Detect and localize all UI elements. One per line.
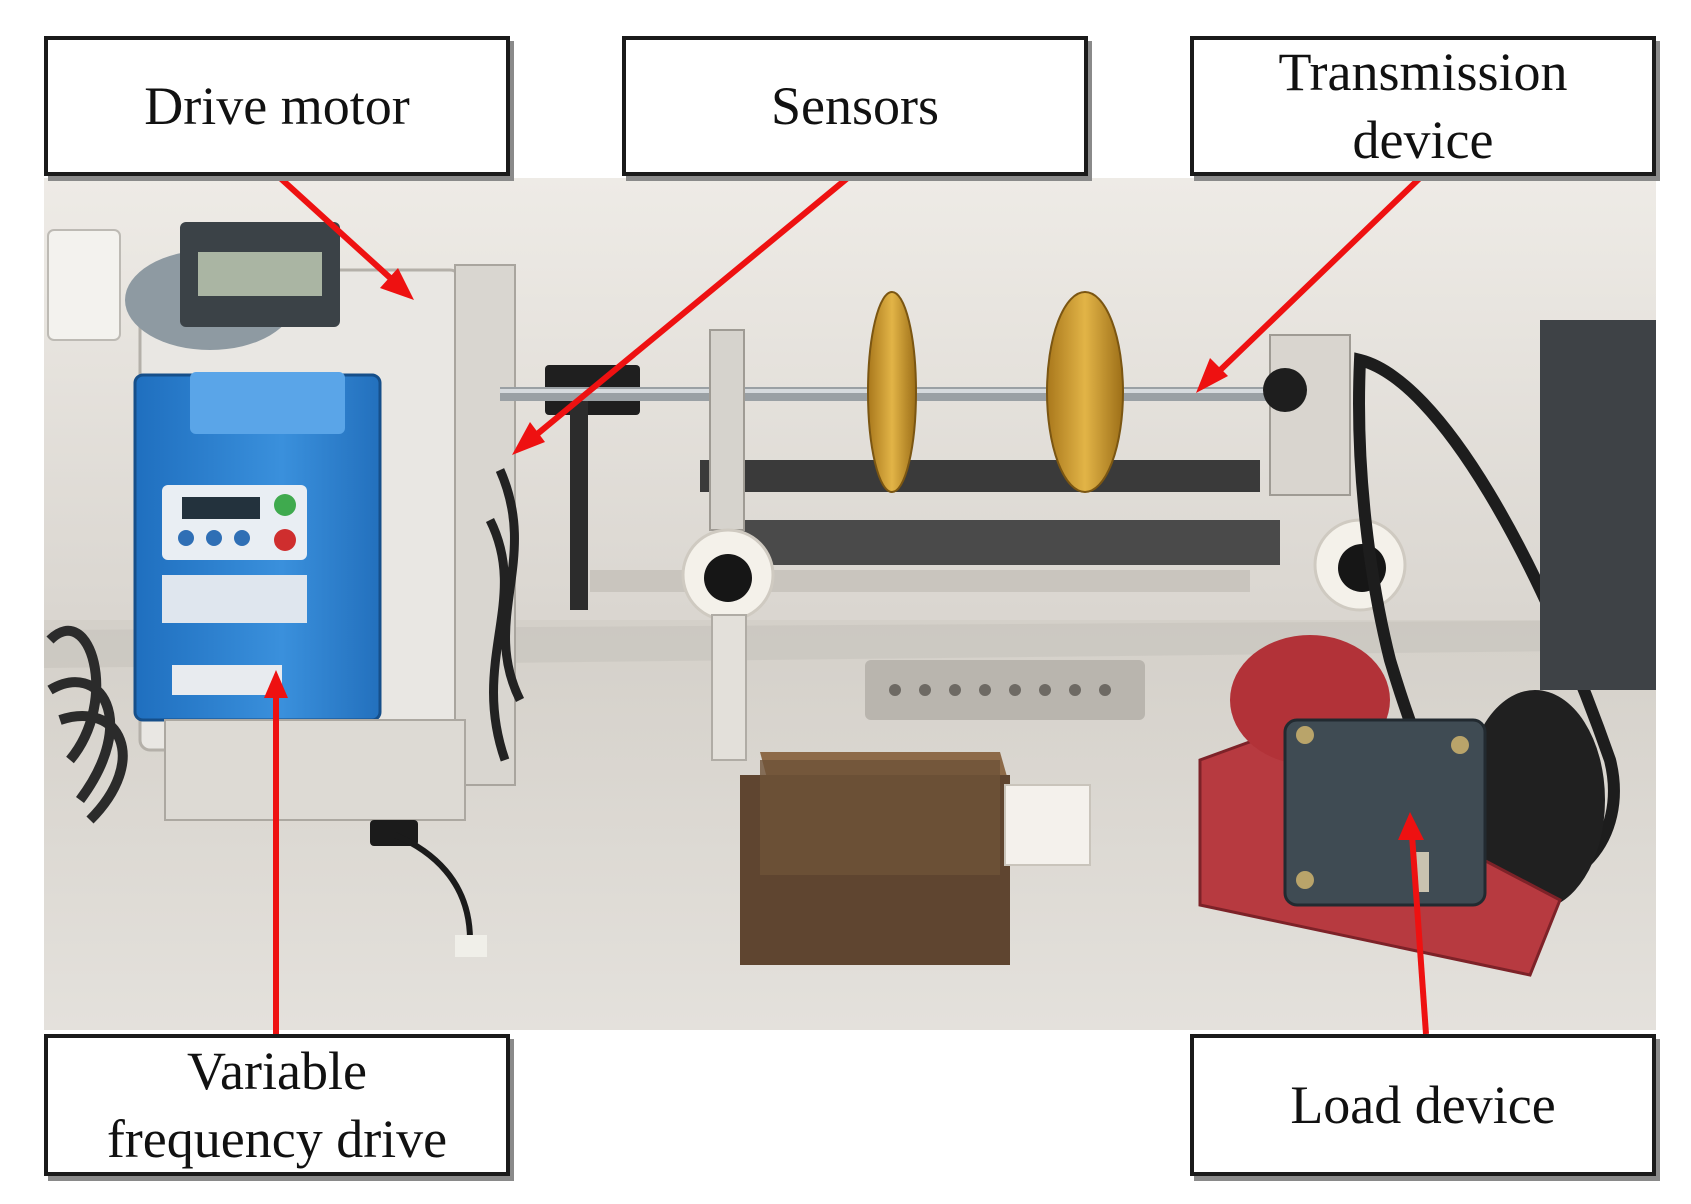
- rotor-disc-1: [867, 291, 917, 493]
- label-vfd-line1: Variable: [187, 1041, 367, 1101]
- post-left: [711, 614, 747, 761]
- bearing-support-left: [709, 329, 745, 531]
- motor-cables: [485, 468, 525, 762]
- motor-stand: [164, 719, 466, 821]
- right-wall-panel: [1540, 320, 1656, 690]
- label-sensors: Sensors: [622, 36, 1088, 176]
- gearbox-bolt-3: [1296, 871, 1314, 889]
- perforated-plate: [865, 660, 1145, 720]
- gearbox: [1283, 718, 1487, 907]
- label-drive-motor-text: Drive motor: [144, 76, 410, 136]
- belt-pulley: [1465, 690, 1605, 910]
- photo-scene: [44, 178, 1656, 1030]
- label-vfd-line2: frequency drive: [106, 1109, 448, 1169]
- motor-mount-plate: [454, 264, 516, 786]
- arrow-sensors: [512, 173, 852, 455]
- label-variable-frequency-drive: Variable frequency drive: [44, 1034, 510, 1176]
- frame-rail-bottom: [720, 520, 1280, 565]
- frame-rail-top: [700, 460, 1260, 492]
- gearbox-bolt-1: [1296, 726, 1314, 744]
- arrow-load: [1398, 812, 1429, 1035]
- annotation-arrows: [264, 173, 1429, 1035]
- arrow-drive-motor: [275, 173, 414, 300]
- right-bearing: [1263, 368, 1307, 412]
- bench-connector: [455, 935, 487, 957]
- gearbox-bolt-2: [1451, 736, 1469, 754]
- label-drive-motor: Drive motor: [44, 36, 510, 176]
- left-frame-post: [570, 390, 588, 610]
- arrow-vfd: [264, 670, 288, 1034]
- label-load-device-text: Load device: [1290, 1075, 1556, 1135]
- motor-display-screen: [198, 252, 322, 296]
- wall-socket: [47, 229, 121, 341]
- bench-sensor-cable: [393, 832, 473, 941]
- bearing-support-right: [1269, 334, 1351, 496]
- cables-left: [46, 626, 128, 824]
- label-transmission-line2: device: [1352, 110, 1494, 170]
- label-transmission-line1: Transmission: [1278, 42, 1568, 102]
- steel-block-face: [760, 760, 1000, 875]
- vfd-unit: [133, 372, 382, 722]
- bench-card: [1004, 784, 1091, 866]
- label-load-device: Load device: [1190, 1034, 1656, 1176]
- label-sensors-text: Sensors: [770, 76, 939, 136]
- roller-left-hole: [704, 554, 752, 602]
- output-shaft: [1415, 852, 1429, 892]
- rotor-disc-2: [1046, 291, 1124, 493]
- arrow-transmission: [1196, 173, 1425, 393]
- label-transmission-device: Transmission device: [1190, 36, 1656, 176]
- plate-holes: [889, 684, 1111, 696]
